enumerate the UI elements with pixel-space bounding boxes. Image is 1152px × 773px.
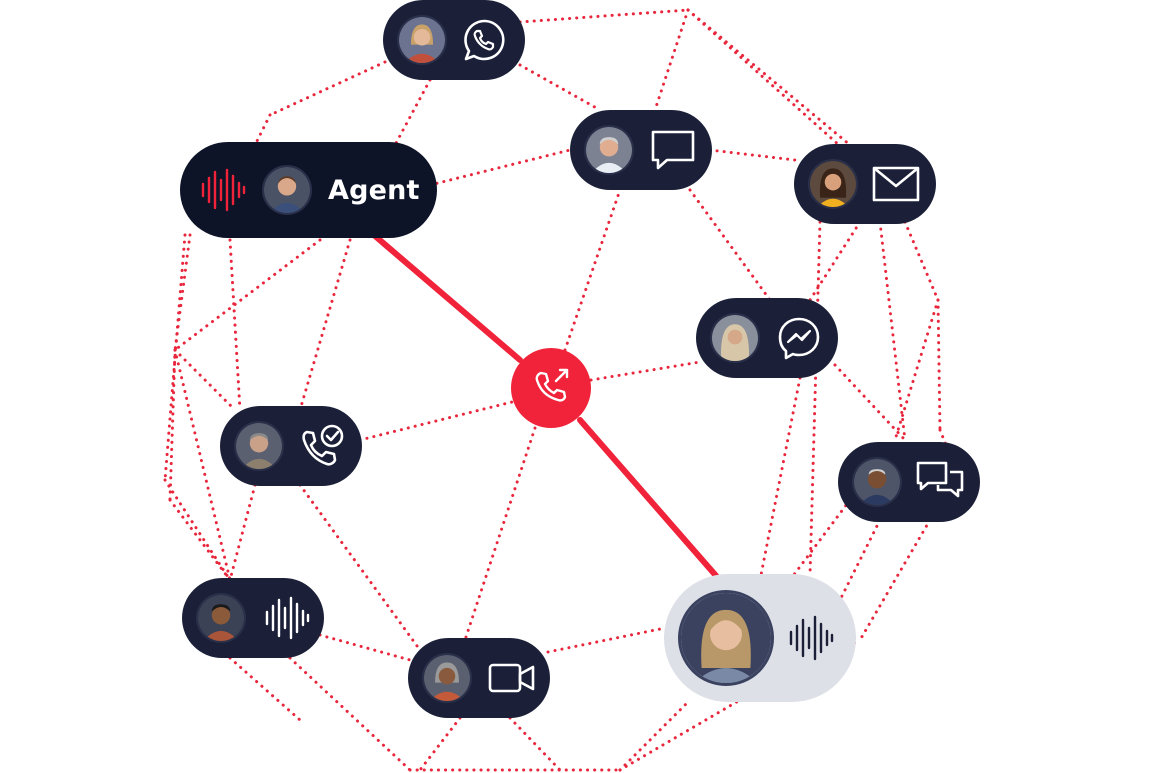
agent-label: Agent [328,174,420,206]
sound-wave-icon [198,168,248,212]
sms-bubbles-icon [916,460,964,504]
contact-avatar [808,159,858,209]
whatsapp-contact-pill[interactable] [383,0,525,80]
video-contact-pill[interactable] [408,638,550,718]
contact-avatar [852,457,902,507]
whatsapp-icon [461,17,507,63]
contact-avatar [584,125,634,175]
contact-avatar [422,653,472,703]
phone-contact-pill[interactable] [220,406,362,486]
caller-avatar [678,590,774,686]
sound-wave-icon [788,615,834,661]
contact-avatar [196,593,246,643]
envelope-icon [872,166,920,202]
agent-avatar [262,165,312,215]
phone-transfer-icon [529,364,573,412]
active-caller-pill[interactable] [664,574,856,702]
chat-contact-pill[interactable] [570,110,712,190]
messenger-contact-pill[interactable] [696,298,838,378]
contact-avatar [710,313,760,363]
chat-bubble-icon [650,129,696,171]
sms-contact-pill[interactable] [838,442,980,522]
email-contact-pill[interactable] [794,144,936,224]
contact-avatar [397,15,447,65]
video-camera-icon [488,661,536,695]
messenger-icon [776,315,822,361]
sound-wave-icon [264,596,310,640]
contact-avatar [234,421,284,471]
call-transfer-hub[interactable] [511,348,591,428]
voice-contact-pill[interactable] [182,578,324,658]
agent-pill[interactable]: Agent [180,142,437,238]
phone-check-icon [298,422,346,470]
